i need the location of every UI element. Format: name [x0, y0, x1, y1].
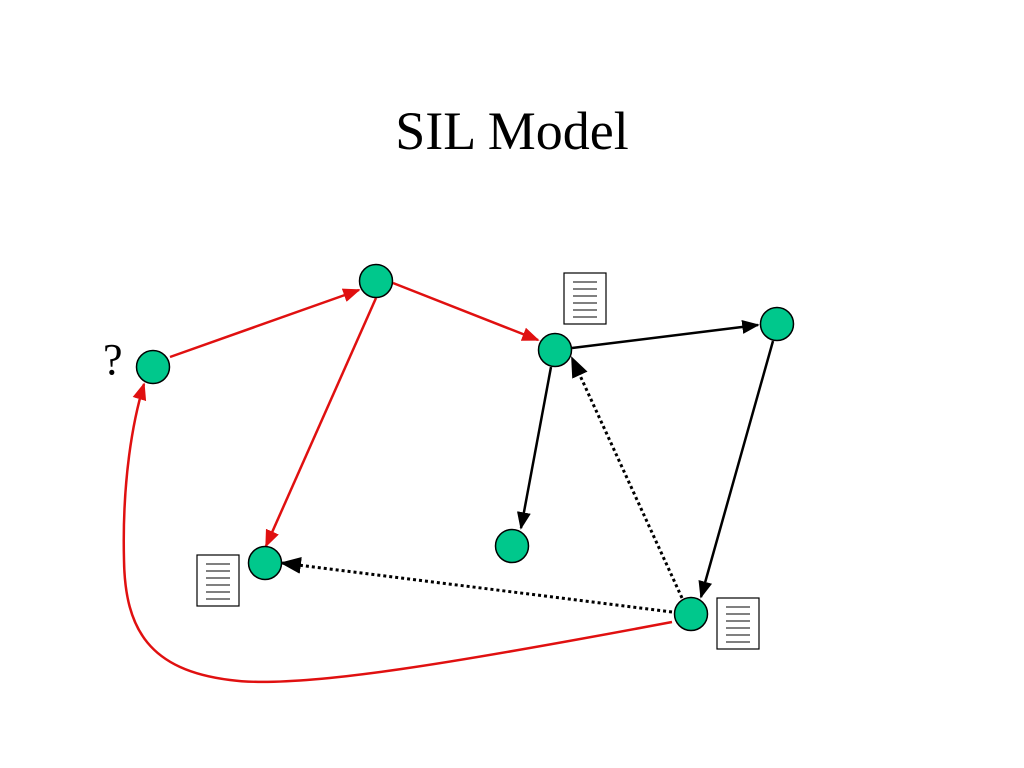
document-icon	[563, 272, 607, 325]
question-mark-label: ?	[103, 335, 123, 384]
edge-n7-n3-dotted	[570, 356, 684, 599]
node-n7	[673, 596, 709, 632]
edge-n1-n2	[169, 288, 361, 359]
slide-title: SIL Model	[395, 101, 629, 161]
node-n3	[537, 332, 573, 368]
node-n2	[358, 263, 394, 299]
edge-n5-n7	[698, 340, 775, 599]
node-n4	[247, 545, 283, 581]
edge-n2-n4	[264, 297, 378, 548]
node-n6	[494, 528, 530, 564]
document-icon	[196, 554, 240, 607]
node-n5	[759, 306, 795, 342]
edge-n3-n5	[571, 319, 760, 350]
edge-n7-n4-dotted	[279, 557, 673, 614]
edge-n7-n1	[122, 382, 673, 684]
document-icon	[716, 597, 760, 650]
edge-n3-n6	[517, 366, 553, 530]
edge-n2-n3	[392, 281, 540, 342]
node-n1	[135, 349, 171, 385]
